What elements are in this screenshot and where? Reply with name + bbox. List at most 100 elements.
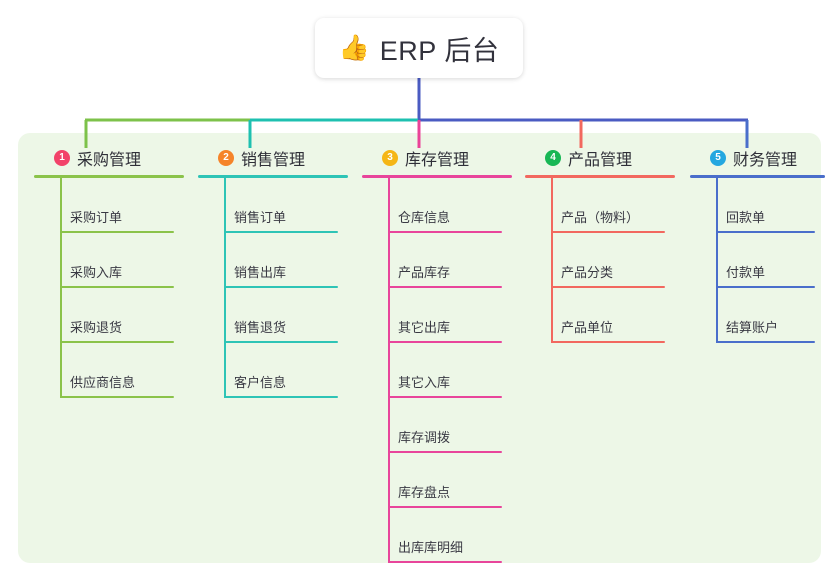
branch-title: 采购管理: [77, 152, 142, 169]
branch-item-underline: [388, 231, 502, 233]
branch-item-underline: [60, 341, 174, 343]
branch-item-underline: [716, 231, 815, 233]
branch-item[interactable]: 客户信息: [198, 343, 348, 398]
branch-number-badge: 1: [54, 150, 70, 166]
branch-2: 2 销售管理销售订单销售出库销售退货客户信息: [198, 146, 348, 398]
branch-title: 产品管理: [568, 152, 633, 169]
branch-item[interactable]: 产品（物料）: [525, 178, 675, 233]
branch-item[interactable]: 产品分类: [525, 233, 675, 288]
branch-underline: [198, 175, 348, 178]
branch-item-label: 库存调拨: [398, 430, 451, 445]
branch-item[interactable]: 销售退货: [198, 288, 348, 343]
branch-number-badge: 4: [545, 150, 561, 166]
branch-5: 5 财务管理回款单付款单结算账户: [690, 146, 825, 343]
branch-item[interactable]: 库存盘点: [362, 453, 512, 508]
branch-title: 库存管理: [405, 152, 470, 169]
branch-number-badge: 5: [710, 150, 726, 166]
branch-header-2[interactable]: 2 销售管理: [198, 146, 348, 170]
branch-item-list: 回款单付款单结算账户: [690, 178, 825, 343]
branch-item-label: 产品库存: [398, 265, 451, 280]
branch-item-underline: [224, 286, 338, 288]
branch-item[interactable]: 回款单: [690, 178, 825, 233]
branch-item-label: 采购订单: [70, 210, 123, 225]
branch-title: 财务管理: [733, 152, 798, 169]
branch-item[interactable]: 采购订单: [34, 178, 184, 233]
root-title: ERP 后台: [379, 35, 500, 66]
branch-item[interactable]: 结算账户: [690, 288, 825, 343]
branch-item-underline: [551, 286, 665, 288]
branch-item[interactable]: 销售订单: [198, 178, 348, 233]
branch-item-underline: [388, 451, 502, 453]
branch-item[interactable]: 其它出库: [362, 288, 512, 343]
branch-item-label: 付款单: [726, 265, 766, 280]
branch-item-label: 产品单位: [561, 320, 614, 335]
branch-item[interactable]: 库存调拨: [362, 398, 512, 453]
branch-item-underline: [388, 286, 502, 288]
branch-item[interactable]: 采购入库: [34, 233, 184, 288]
branches-panel: [18, 133, 821, 563]
branch-item-underline: [551, 341, 665, 343]
branch-item-list: 采购订单采购入库采购退货供应商信息: [34, 178, 184, 398]
branch-4: 4 产品管理产品（物料） 产品分类产品单位: [525, 146, 675, 343]
branch-item-label: 供应商信息: [70, 375, 136, 390]
branch-item[interactable]: 仓库信息: [362, 178, 512, 233]
branch-item-underline: [388, 561, 502, 563]
branch-item[interactable]: 采购退货: [34, 288, 184, 343]
branch-item-underline: [388, 341, 502, 343]
branch-item-label: 产品分类: [561, 265, 614, 280]
branch-header-4[interactable]: 4 产品管理: [525, 146, 675, 170]
branch-underline: [362, 175, 512, 178]
branch-1: 1 采购管理采购订单采购入库采购退货供应商信息: [34, 146, 184, 398]
branch-item-label: 结算账户: [726, 320, 779, 335]
branch-item-label: 回款单: [726, 210, 766, 225]
branch-item[interactable]: 产品库存: [362, 233, 512, 288]
branch-item-label: 采购入库: [70, 265, 123, 280]
branch-item[interactable]: 产品单位: [525, 288, 675, 343]
branch-item[interactable]: 销售出库: [198, 233, 348, 288]
branch-item-underline: [60, 286, 174, 288]
branch-item-label: 仓库信息: [398, 210, 451, 225]
branch-item-underline: [388, 396, 502, 398]
branch-item[interactable]: 付款单: [690, 233, 825, 288]
branch-header-3[interactable]: 3 库存管理: [362, 146, 512, 170]
branch-item-label: 客户信息: [234, 375, 287, 390]
branch-number-badge: 3: [382, 150, 398, 166]
branch-item-underline: [716, 341, 815, 343]
branch-title: 销售管理: [241, 152, 306, 169]
branch-item-list: 销售订单销售出库销售退货客户信息: [198, 178, 348, 398]
root-node[interactable]: 👍 ERP 后台: [315, 18, 523, 78]
branch-item-label: 采购退货: [70, 320, 123, 335]
branch-header-5[interactable]: 5 财务管理: [690, 146, 825, 170]
branch-item[interactable]: 其它入库: [362, 343, 512, 398]
thumbs-up-icon: 👍: [338, 33, 370, 62]
branch-item-label: 销售订单: [234, 210, 287, 225]
branch-item-underline: [224, 341, 338, 343]
branch-header-1[interactable]: 1 采购管理: [34, 146, 184, 170]
branch-underline: [34, 175, 184, 178]
branch-item-underline: [716, 286, 815, 288]
branch-item-label: 出库库明细: [398, 540, 464, 555]
branch-item-underline: [60, 396, 174, 398]
branch-item-underline: [388, 506, 502, 508]
branch-item-underline: [551, 231, 665, 233]
branch-underline: [525, 175, 675, 178]
branch-underline: [690, 175, 825, 178]
branch-spine: [60, 178, 62, 398]
branch-item-label: 销售出库: [234, 265, 287, 280]
branch-item-list: 仓库信息产品库存其它出库其它入库库存调拨库存盘点出库库明细: [362, 178, 512, 563]
branch-item[interactable]: 出库库明细: [362, 508, 512, 563]
branch-item-label: 产品（物料）: [561, 210, 640, 225]
branch-item-underline: [224, 231, 338, 233]
branch-spine: [551, 178, 553, 343]
branch-3: 3 库存管理仓库信息产品库存其它出库其它入库库存调拨库存盘点出库库明细: [362, 146, 512, 563]
branch-item-underline: [60, 231, 174, 233]
branch-item-underline: [224, 396, 338, 398]
branch-item-label: 库存盘点: [398, 485, 451, 500]
branch-spine: [224, 178, 226, 398]
branch-item-label: 销售退货: [234, 320, 287, 335]
branch-spine: [388, 178, 390, 563]
branch-item-label: 其它出库: [398, 320, 451, 335]
branch-item[interactable]: 供应商信息: [34, 343, 184, 398]
branch-number-badge: 2: [218, 150, 234, 166]
